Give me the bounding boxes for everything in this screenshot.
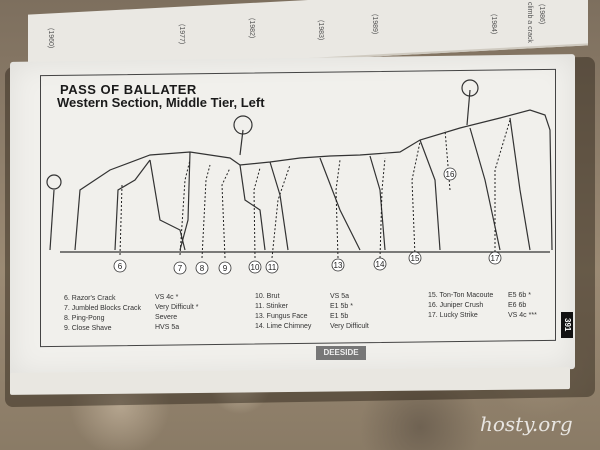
route-name-10: 10. Brut (255, 293, 280, 300)
section-tab: DEESIDE (316, 346, 366, 360)
route-marker-6: 6 (113, 259, 127, 273)
route-name-11: 11. Stinker (255, 303, 288, 310)
svg-text:7: 7 (178, 264, 183, 273)
svg-text:16: 16 (446, 170, 455, 179)
route-grade-6: VS 4c * (155, 294, 179, 301)
route-grade-7: Very Difficult * (155, 304, 199, 311)
route-marker-7: 7 (173, 261, 187, 275)
page-number-tab: 391 (561, 312, 573, 338)
svg-text:10: 10 (251, 263, 260, 272)
route-name-17: 17. Lucky Strike (428, 312, 478, 319)
route-grade-13: E1 5b (330, 313, 349, 320)
route-marker-10: 10 (248, 260, 262, 274)
svg-text:9: 9 (223, 264, 228, 273)
route-grade-16: E6 6b (508, 302, 527, 309)
watermark: hosty.org (480, 412, 573, 436)
route-name-14: 14. Lime Chimney (255, 323, 312, 330)
topo-title: PASS OF BALLATER (60, 82, 197, 97)
prev-page-text: (1984) (490, 14, 497, 35)
prev-page-text: (1986) (538, 4, 545, 25)
route-name-9: 9. Close Shave (64, 325, 112, 332)
topo-subtitle: Western Section, Middle Tier, Left (57, 95, 265, 110)
prev-page-text: (1983) (317, 20, 324, 41)
route-name-13: 13. Fungus Face (255, 313, 308, 320)
prev-page-text: (1977) (178, 24, 185, 45)
crag-topo-drawing: 6 7 8 9 10 11 13 14 15 17 16 (46, 79, 553, 275)
route-marker-9: 9 (218, 261, 232, 275)
route-grade-9: HVS 5a (155, 324, 180, 331)
route-grade-15: E5 6b * (508, 292, 531, 299)
svg-text:17: 17 (491, 254, 500, 263)
route-marker-17: 17 (488, 251, 502, 265)
route-marker-8: 8 (195, 261, 209, 275)
prev-page-text: climb a crack (526, 2, 533, 43)
route-grade-8: Severe (155, 314, 178, 321)
route-name-7: 7. Jumbled Blocks Crack (64, 305, 142, 312)
prev-page-text: (1989) (371, 14, 378, 35)
route-name-16: 16. Juniper Crush (428, 302, 484, 309)
route-grade-17: VS 4c *** (508, 312, 537, 319)
svg-text:15: 15 (411, 254, 420, 263)
prev-page-text: (1960) (47, 28, 54, 49)
route-name-6: 6. Razor's Crack (64, 295, 116, 302)
svg-text:13: 13 (334, 261, 343, 270)
svg-text:11: 11 (268, 263, 277, 272)
prev-page-text: (1982) (248, 18, 255, 39)
route-marker-16: 16 (443, 167, 457, 181)
svg-text:14: 14 (376, 260, 385, 269)
route-marker-11: 11 (265, 260, 279, 274)
route-marker-15: 15 (408, 251, 422, 265)
svg-text:8: 8 (200, 264, 205, 273)
route-grade-14: Very Difficult (330, 323, 369, 330)
route-grade-11: E1 5b * (330, 303, 353, 310)
svg-text:6: 6 (118, 262, 123, 271)
route-name-15: 15. Ton-Ton Macoute (428, 292, 494, 299)
route-name-8: 8. Ping-Pong (64, 315, 105, 322)
route-grade-10: VS 5a (330, 293, 350, 300)
route-marker-14: 14 (373, 257, 387, 271)
route-marker-13: 13 (331, 258, 345, 272)
